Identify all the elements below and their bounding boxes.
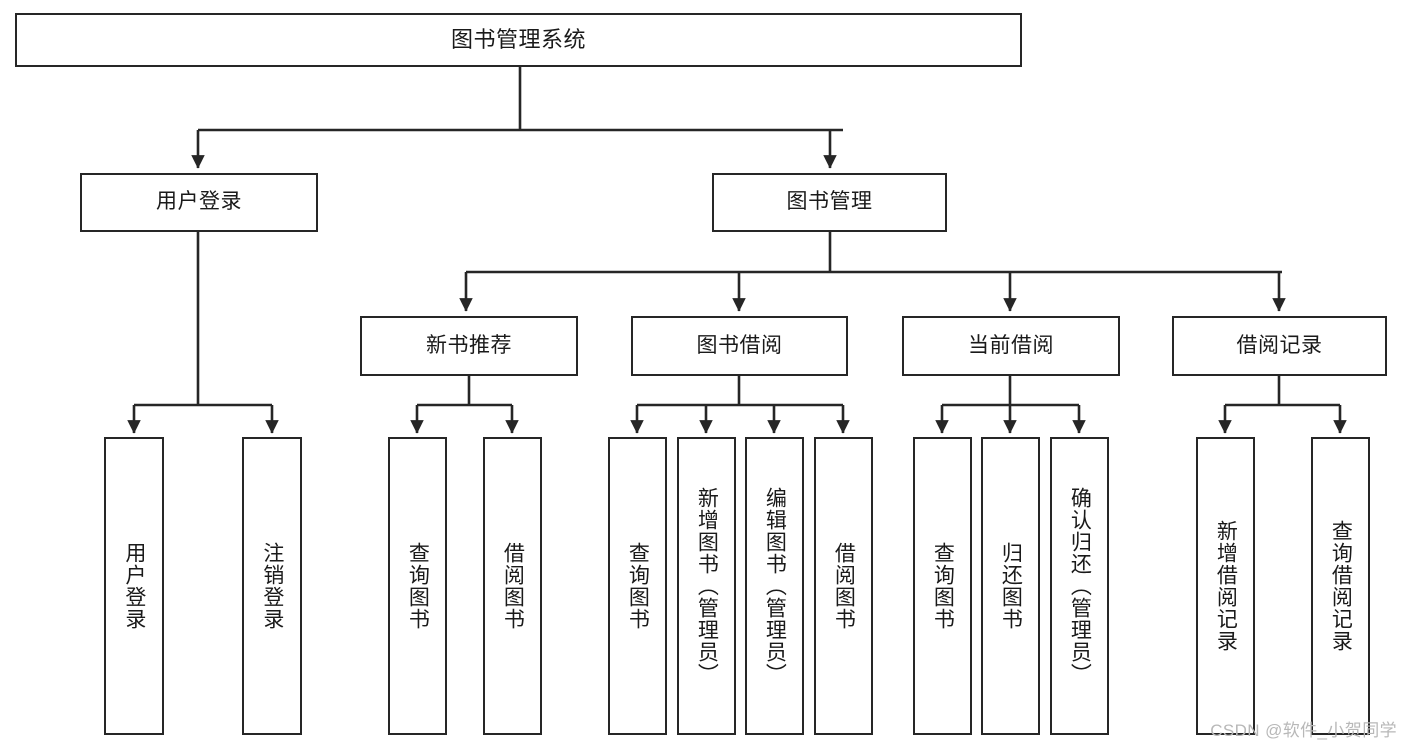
node-new-book-recommend[interactable]: 新书推荐 bbox=[360, 316, 578, 376]
node-label: 确认归还（管理员） bbox=[1068, 487, 1092, 685]
node-leaf-book-borrow-edit[interactable]: 编辑图书（管理员） bbox=[745, 437, 804, 735]
node-label: 用户登录 bbox=[122, 542, 146, 630]
node-label: 查询图书 bbox=[626, 542, 650, 630]
node-label: 新增借阅记录 bbox=[1214, 520, 1238, 652]
node-leaf-borrow-records-query[interactable]: 查询借阅记录 bbox=[1311, 437, 1370, 735]
node-label: 当前借阅 bbox=[968, 333, 1054, 357]
node-book-borrow[interactable]: 图书借阅 bbox=[631, 316, 848, 376]
node-label: 归还图书 bbox=[999, 542, 1023, 630]
node-label: 图书管理 bbox=[786, 190, 873, 214]
node-label: 图书借阅 bbox=[696, 333, 783, 357]
node-leaf-new-book-borrow[interactable]: 借阅图书 bbox=[483, 437, 542, 735]
node-label: 编辑图书（管理员） bbox=[763, 487, 787, 685]
node-leaf-book-borrow-borrow[interactable]: 借阅图书 bbox=[814, 437, 873, 735]
node-leaf-current-borrow-query[interactable]: 查询图书 bbox=[913, 437, 972, 735]
node-label: 注销登录 bbox=[260, 542, 284, 630]
node-leaf-current-borrow-return[interactable]: 归还图书 bbox=[981, 437, 1040, 735]
node-label: 查询借阅记录 bbox=[1329, 520, 1353, 652]
node-label: 查询图书 bbox=[406, 542, 430, 630]
node-label: 借阅记录 bbox=[1236, 333, 1323, 357]
node-current-borrow[interactable]: 当前借阅 bbox=[902, 316, 1120, 376]
node-borrow-records[interactable]: 借阅记录 bbox=[1172, 316, 1387, 376]
node-leaf-user-login-login[interactable]: 用户登录 bbox=[104, 437, 164, 735]
node-label: 新增图书（管理员） bbox=[695, 487, 719, 685]
node-user-login[interactable]: 用户登录 bbox=[80, 173, 318, 232]
node-label: 图书管理系统 bbox=[450, 27, 586, 53]
node-label: 借阅图书 bbox=[501, 542, 525, 630]
node-leaf-current-borrow-confirm[interactable]: 确认归还（管理员） bbox=[1050, 437, 1109, 735]
node-leaf-new-book-query[interactable]: 查询图书 bbox=[388, 437, 447, 735]
node-book-manage[interactable]: 图书管理 bbox=[712, 173, 947, 232]
node-label: 新书推荐 bbox=[426, 333, 512, 357]
node-leaf-book-borrow-add[interactable]: 新增图书（管理员） bbox=[677, 437, 736, 735]
node-label: 借阅图书 bbox=[832, 542, 856, 630]
node-label: 查询图书 bbox=[931, 542, 955, 630]
node-leaf-user-login-logout[interactable]: 注销登录 bbox=[242, 437, 302, 735]
node-leaf-borrow-records-add[interactable]: 新增借阅记录 bbox=[1196, 437, 1255, 735]
watermark-text: CSDN @软件_小贺同学 bbox=[1210, 721, 1397, 740]
node-leaf-book-borrow-query[interactable]: 查询图书 bbox=[608, 437, 667, 735]
node-label: 用户登录 bbox=[156, 190, 242, 214]
node-root-system[interactable]: 图书管理系统 bbox=[15, 13, 1022, 67]
